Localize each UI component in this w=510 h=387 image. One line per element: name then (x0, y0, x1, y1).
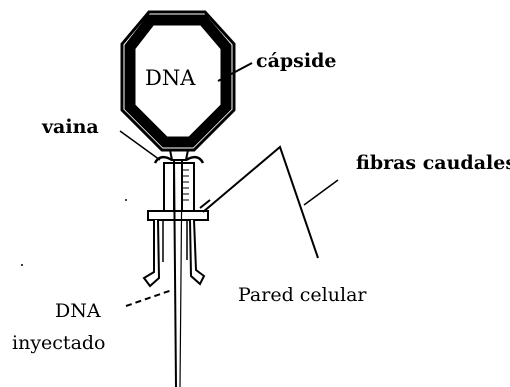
speck (21, 264, 23, 266)
dna-label: DNA (145, 68, 195, 89)
capsid-label: cápside (256, 52, 336, 71)
sheath-label: vaina (42, 118, 99, 137)
injected-dna-label-line1: DNA (55, 302, 101, 321)
fibers-leader-line (304, 180, 338, 205)
sheath (164, 163, 194, 211)
injected-dna-label-line2: inyectado (12, 334, 106, 353)
tail-fibers-label: fibras caudales (356, 154, 510, 173)
cell-wall-label: Pared celular (238, 286, 366, 305)
tail-pin-left (144, 220, 159, 286)
tail-pin-right (190, 220, 204, 284)
tail-fiber (203, 147, 318, 258)
injected-dna-leader-line (126, 290, 172, 306)
speck (125, 199, 127, 201)
base-plate (148, 211, 208, 220)
